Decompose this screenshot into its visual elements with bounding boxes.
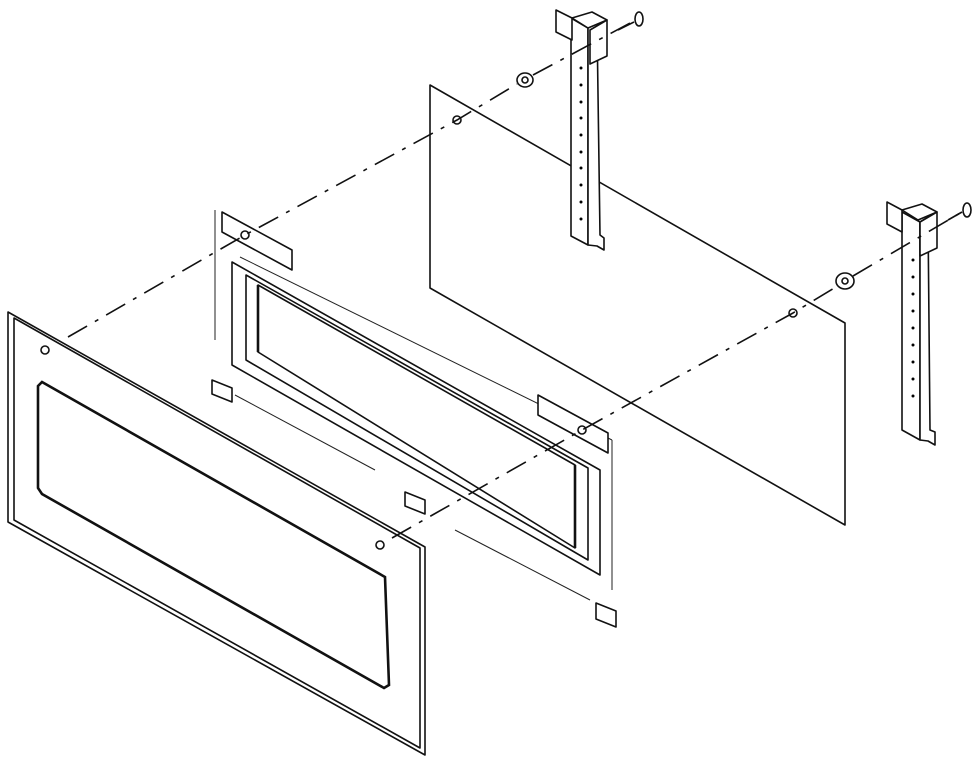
pad — [211, 379, 233, 403]
inner-frame — [214, 210, 613, 601]
right-hanger-bracket — [886, 201, 938, 446]
pad — [404, 491, 426, 515]
rear-glass-panel — [429, 84, 846, 526]
pad — [595, 602, 617, 628]
grommet — [835, 272, 855, 290]
screw — [947, 202, 972, 221]
bracket-holes — [579, 66, 583, 221]
grommet — [516, 72, 534, 88]
left-hanger-bracket — [555, 9, 608, 251]
bracket-holes — [911, 258, 915, 398]
spacer-tab — [537, 394, 609, 454]
spacer-tab — [221, 211, 293, 271]
front-door-panel — [7, 311, 426, 756]
alignment-lines — [67, 21, 963, 539]
